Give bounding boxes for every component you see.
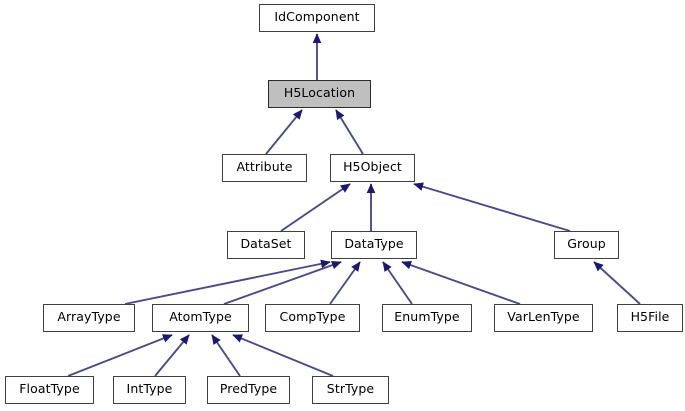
class-node-h5object[interactable]: H5Object bbox=[330, 154, 415, 182]
class-node-label: VarLenType bbox=[507, 309, 580, 325]
class-node-h5file[interactable]: H5File bbox=[617, 304, 683, 332]
class-node-label: Attribute bbox=[236, 159, 293, 175]
inheritance-arrow bbox=[211, 334, 241, 377]
inheritance-arrow bbox=[67, 334, 173, 377]
inheritance-arrow bbox=[280, 183, 351, 232]
class-node-label: IntType bbox=[126, 381, 173, 397]
class-node-atomtype[interactable]: AtomType bbox=[152, 304, 249, 332]
class-node-label: PredType bbox=[219, 381, 278, 397]
inheritance-arrow bbox=[154, 334, 190, 377]
class-node-comptype[interactable]: CompType bbox=[265, 304, 360, 332]
class-node-label: Group bbox=[567, 236, 606, 252]
class-node-label: FloatType bbox=[19, 381, 80, 397]
class-node-label: H5Object bbox=[343, 159, 402, 175]
class-node-label: EnumType bbox=[394, 309, 460, 325]
class-node-label: H5Location bbox=[283, 85, 356, 101]
inheritance-arrow bbox=[593, 261, 641, 305]
class-node-dataset[interactable]: DataSet bbox=[227, 231, 305, 259]
inheritance-arrow bbox=[232, 334, 334, 377]
class-node-label: DataSet bbox=[240, 236, 292, 252]
inheritance-arrow bbox=[401, 260, 521, 305]
class-node-group[interactable]: Group bbox=[554, 231, 619, 259]
inheritance-arrow bbox=[329, 261, 361, 305]
class-node-label: DataType bbox=[344, 236, 404, 252]
class-node-attribute[interactable]: Attribute bbox=[222, 154, 307, 182]
inheritance-arrow bbox=[265, 109, 303, 155]
class-node-predtype[interactable]: PredType bbox=[207, 376, 290, 404]
class-node-inttype[interactable]: IntType bbox=[113, 376, 186, 404]
class-node-strtype[interactable]: StrType bbox=[312, 376, 389, 404]
inheritance-arrow bbox=[124, 259, 331, 305]
class-node-label: AtomType bbox=[169, 309, 232, 325]
inheritance-arrow bbox=[413, 182, 571, 232]
inheritance-arrow bbox=[335, 109, 364, 155]
class-node-enumtype[interactable]: EnumType bbox=[382, 304, 472, 332]
class-node-idcomponent[interactable]: IdComponent bbox=[259, 4, 375, 32]
class-node-label: CompType bbox=[279, 309, 346, 325]
class-node-label: StrType bbox=[326, 381, 375, 397]
class-node-h5location[interactable]: H5Location bbox=[268, 80, 371, 108]
class-node-label: IdComponent bbox=[274, 9, 360, 25]
inheritance-arrow bbox=[223, 260, 342, 305]
class-node-arraytype[interactable]: ArrayType bbox=[43, 304, 135, 332]
class-node-datatype[interactable]: DataType bbox=[331, 231, 417, 259]
class-node-floattype[interactable]: FloatType bbox=[5, 376, 94, 404]
class-node-label: H5File bbox=[630, 309, 670, 325]
inheritance-arrow bbox=[382, 261, 413, 305]
class-node-varlentype[interactable]: VarLenType bbox=[494, 304, 593, 332]
class-node-label: ArrayType bbox=[57, 309, 121, 325]
